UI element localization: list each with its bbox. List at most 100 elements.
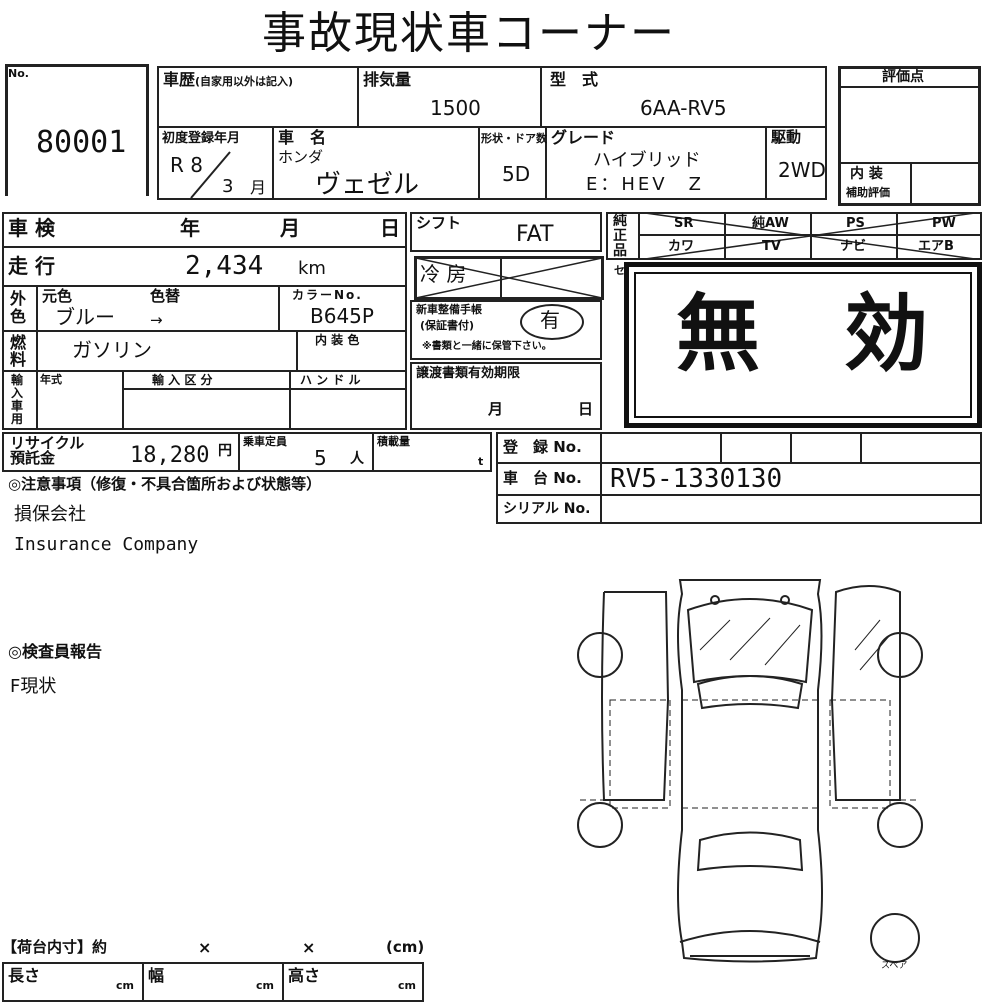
cargo-grid	[2, 962, 424, 1002]
cargo-height-label: 高さ	[288, 966, 321, 985]
capacity-value: 5	[314, 446, 327, 470]
car-name-label: 車 名	[278, 128, 327, 147]
model-value: 6AA-RV5	[640, 96, 727, 120]
car-diagram	[577, 579, 923, 963]
fuel-label: 燃料	[10, 333, 27, 369]
no-label: No.	[8, 67, 29, 80]
warranty-sub-label: (保証書付)	[420, 319, 475, 332]
header-grid	[157, 66, 827, 200]
inspector-title: ◎検査員報告	[8, 642, 102, 661]
cargo-length-cm: cm	[116, 979, 134, 992]
cargo-title: 【荷台内寸】約	[2, 938, 108, 956]
cargo-width-label: 幅	[148, 966, 165, 985]
warranty-note: ※書類と一緒に保管下さい。	[422, 341, 552, 352]
displacement-label: 排気量	[363, 70, 412, 89]
import-class-label: 輸 入 区 分	[152, 373, 213, 387]
warranty-oval	[520, 304, 584, 340]
capacity-unit: 人	[350, 451, 364, 467]
cargo-x2: ×	[302, 938, 316, 957]
equip-sr: SR	[674, 216, 694, 231]
warranty-label: 新車整備手帳	[416, 303, 482, 316]
recycle-grid	[2, 432, 492, 472]
orig-color-label: 元色	[42, 287, 73, 305]
caution-title: ◎注意事項（修復・不具合箇所および状態等）	[8, 475, 322, 493]
equip-leather: カワ	[668, 239, 695, 254]
fuel-value: ガソリン	[72, 338, 152, 362]
load-label: 積載量	[377, 435, 410, 448]
stock-no: 80001	[36, 125, 127, 160]
inspector-note: F現状	[10, 676, 57, 697]
chassis-label: 車 台 No.	[503, 469, 582, 487]
model-label: 型 式	[550, 70, 599, 89]
handle-label: ハ ン ド ル	[300, 373, 361, 387]
spare-label: スペア	[881, 961, 908, 971]
shaken-month: 月	[280, 216, 300, 240]
drive-label: 駆動	[771, 128, 802, 146]
chassis-value: RV5-1330130	[610, 464, 783, 494]
shift-box	[410, 212, 602, 252]
int-color-label: 内 装 色	[315, 333, 360, 347]
ext-color-label: 外色	[10, 289, 27, 326]
displacement-value: 1500	[430, 96, 481, 120]
shift-value: FAT	[516, 222, 554, 247]
recycle-value: 18,280	[130, 443, 210, 468]
import-label: 輸入車用	[11, 373, 24, 426]
maker-value: ホンダ	[278, 148, 324, 166]
history-label: 車歴(自家用以外は記入)	[163, 70, 294, 89]
import-year-label: 年式	[40, 373, 62, 386]
stock-no-box	[5, 64, 149, 196]
serial-label: シリアル No.	[503, 501, 591, 517]
repaint-label: 色替	[150, 287, 181, 305]
warranty-box	[410, 300, 602, 360]
caution-line1: 損保会社	[14, 504, 86, 525]
cargo-unit: (cm)	[386, 938, 425, 956]
mileage-value: 2,434	[185, 251, 264, 281]
car-name-value: ヴェゼル	[315, 170, 420, 200]
ac-box	[414, 256, 604, 300]
grade-line2: E：HEV Z	[586, 174, 704, 195]
equipment-grid	[606, 212, 982, 260]
reg-no-label: 登 録 No.	[503, 438, 582, 456]
color-no-label: カラーNo.	[292, 288, 363, 302]
equipment-label: 純正品	[613, 213, 627, 259]
equipment-cross	[638, 212, 982, 260]
repaint-arrow: →	[150, 311, 163, 329]
doors-label: 形状・ドア数	[481, 132, 547, 145]
cargo-x1: ×	[198, 938, 212, 957]
first-reg-year: R 8	[170, 153, 203, 177]
equip-tv: TV	[762, 239, 781, 254]
shaken-day: 日	[380, 216, 400, 240]
grade-label: グレード	[551, 128, 616, 147]
registration-grid	[496, 432, 982, 524]
interior-label: 内 装	[850, 166, 883, 182]
cargo-width-cm: cm	[256, 979, 274, 992]
ac-cross	[415, 257, 603, 299]
void-stamp	[624, 262, 982, 428]
transfer-label: 譲渡書類有効期限	[416, 366, 521, 381]
recycle-unit: 円	[218, 443, 232, 459]
equip-pw: PW	[932, 216, 956, 231]
equip-navi: ナビ	[840, 239, 867, 254]
interior-sub-label: 補助評価	[846, 186, 890, 199]
mileage-unit: km	[298, 258, 326, 279]
caution-line2: Insurance Company	[14, 534, 199, 555]
first-reg-month-unit: 月	[250, 178, 267, 197]
rating-box	[838, 66, 981, 206]
transfer-day: 日	[578, 400, 594, 418]
color-no-value: B645P	[310, 304, 374, 328]
cargo-height-cm: cm	[398, 979, 416, 992]
orig-color-value: ブルー	[55, 305, 115, 329]
inspection-grid	[2, 212, 407, 430]
doors-value: 5D	[502, 162, 531, 186]
load-unit: t	[478, 455, 484, 468]
mileage-label: 走 行	[8, 254, 55, 278]
equip-airbag: エアB	[918, 239, 954, 254]
rating-label: 評価点	[882, 69, 924, 85]
shaken-year: 年	[180, 216, 200, 240]
capacity-label: 乗車定員	[243, 435, 287, 448]
ac-label: 冷 房	[420, 262, 467, 286]
warranty-value: 有	[540, 308, 560, 332]
first-reg-month: 3	[222, 176, 234, 197]
transfer-month: 月	[488, 400, 504, 418]
date-slash	[190, 151, 231, 199]
